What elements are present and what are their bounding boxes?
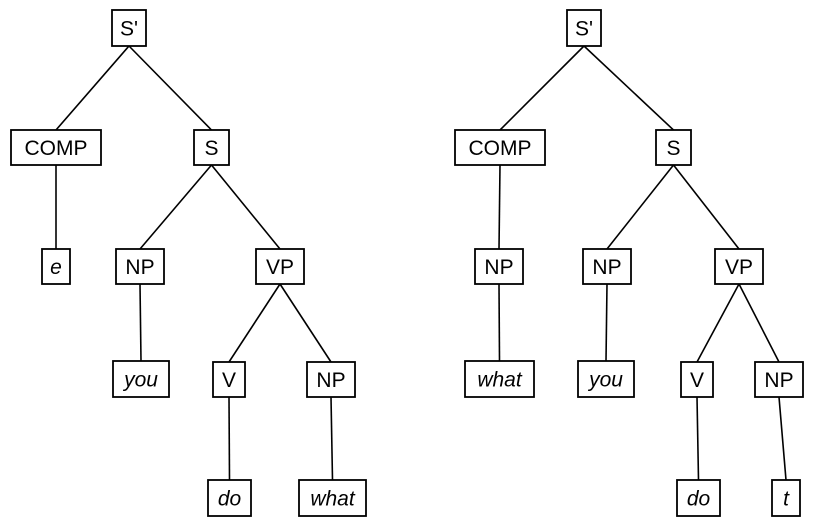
tree-edge-l-s-to-l-vp [210,164,281,250]
tree-node-r-sbar[interactable]: S' [566,9,602,47]
node-label: you [122,369,158,392]
tree-node-r-v[interactable]: V [680,361,714,398]
node-box [212,361,246,398]
node-label: VP [725,256,753,279]
tree-edge-r-vp-to-r-np2 [738,283,780,363]
node-box [298,479,367,517]
node-label: S' [575,18,593,41]
tree-edge-r-np2-to-r-t [778,396,787,481]
tree-edge-r-v-to-r-do [696,396,700,481]
node-box [577,360,635,398]
tree-node-l-v[interactable]: V [212,361,246,398]
node-box [193,129,230,166]
tree-node-l-np1[interactable]: NP [115,248,165,285]
node-label: COMP [25,137,88,160]
tree-node-l-what[interactable]: what [298,479,367,517]
tree-edge-l-vp-to-l-v [228,283,281,363]
node-box [41,248,71,285]
node-box [464,360,535,398]
node-label: NP [592,256,621,279]
node-label: V [222,369,236,392]
node-label: what [477,369,523,392]
node-label: NP [125,256,154,279]
tree-edge-l-s-to-l-np1 [139,164,213,250]
node-label: e [50,256,62,279]
tree-node-r-t[interactable]: t [771,479,801,517]
node-box [655,129,692,166]
node-label: S' [120,18,138,41]
tree-edge-r-np0-to-r-what [498,283,501,362]
tree-edge-r-sbar-to-r-s [583,45,675,131]
tree-edge-l-sbar-to-l-s [128,45,213,131]
tree-edges-layer [55,45,787,481]
node-box [771,479,801,517]
node-box [474,248,524,285]
node-box [676,479,721,517]
node-label: VP [266,256,294,279]
node-label: t [783,488,790,511]
tree-edges-tree-surface-structure [498,45,787,481]
tree-edge-l-vp-to-l-np2 [279,283,332,363]
tree-edges-tree-deep-structure [55,45,334,481]
node-box [582,248,632,285]
node-box [10,129,102,166]
node-label: what [310,488,356,511]
node-label: NP [764,369,793,392]
node-box [112,360,170,398]
node-label: S [666,137,680,160]
node-box [566,9,602,47]
tree-node-l-sbar[interactable]: S' [111,9,147,47]
tree-node-r-np2[interactable]: NP [754,361,804,398]
tree-edge-r-s-to-r-vp [672,164,740,250]
node-box [255,248,305,285]
node-box [111,9,147,47]
tree-edge-l-np2-to-l-what [330,396,334,481]
node-label: COMP [469,137,532,160]
node-label: do [218,488,242,511]
tree-node-l-vp[interactable]: VP [255,248,305,285]
node-box [754,361,804,398]
tree-node-l-comp[interactable]: COMP [10,129,102,166]
node-label: you [587,369,623,392]
node-box [207,479,252,517]
tree-edge-l-sbar-to-l-comp [55,45,130,131]
tree-node-r-what[interactable]: what [464,360,535,398]
tree-node-l-you[interactable]: you [112,360,170,398]
tree-edge-l-v-to-l-do [228,396,231,481]
node-box [454,129,546,166]
tree-node-r-comp[interactable]: COMP [454,129,546,166]
tree-node-l-np2[interactable]: NP [306,361,356,398]
tree-nodes-tree-surface-structure: S' COMP S NP NP VP what you V NP do t [454,9,804,517]
node-box [115,248,165,285]
tree-node-r-np1[interactable]: NP [582,248,632,285]
node-label: do [687,488,711,511]
tree-edge-r-sbar-to-r-comp [499,45,585,131]
tree-node-l-s[interactable]: S [193,129,230,166]
node-label: S [204,137,218,160]
tree-node-r-do[interactable]: do [676,479,721,517]
tree-edge-r-np1-to-r-you [605,283,608,362]
node-box [306,361,356,398]
tree-node-r-np0[interactable]: NP [474,248,524,285]
node-box [714,248,764,285]
tree-edge-l-np1-to-l-you [139,283,142,362]
tree-edge-r-comp-to-r-np0 [498,164,501,250]
node-label: V [690,369,704,392]
node-label: NP [316,369,345,392]
tree-node-l-do[interactable]: do [207,479,252,517]
tree-node-l-e[interactable]: e [41,248,71,285]
node-box [680,361,714,398]
tree-node-r-vp[interactable]: VP [714,248,764,285]
tree-edge-r-s-to-r-np1 [606,164,675,250]
tree-node-r-s[interactable]: S [655,129,692,166]
node-label: NP [484,256,513,279]
tree-edge-r-vp-to-r-v [696,283,740,363]
tree-node-r-you[interactable]: you [577,360,635,398]
